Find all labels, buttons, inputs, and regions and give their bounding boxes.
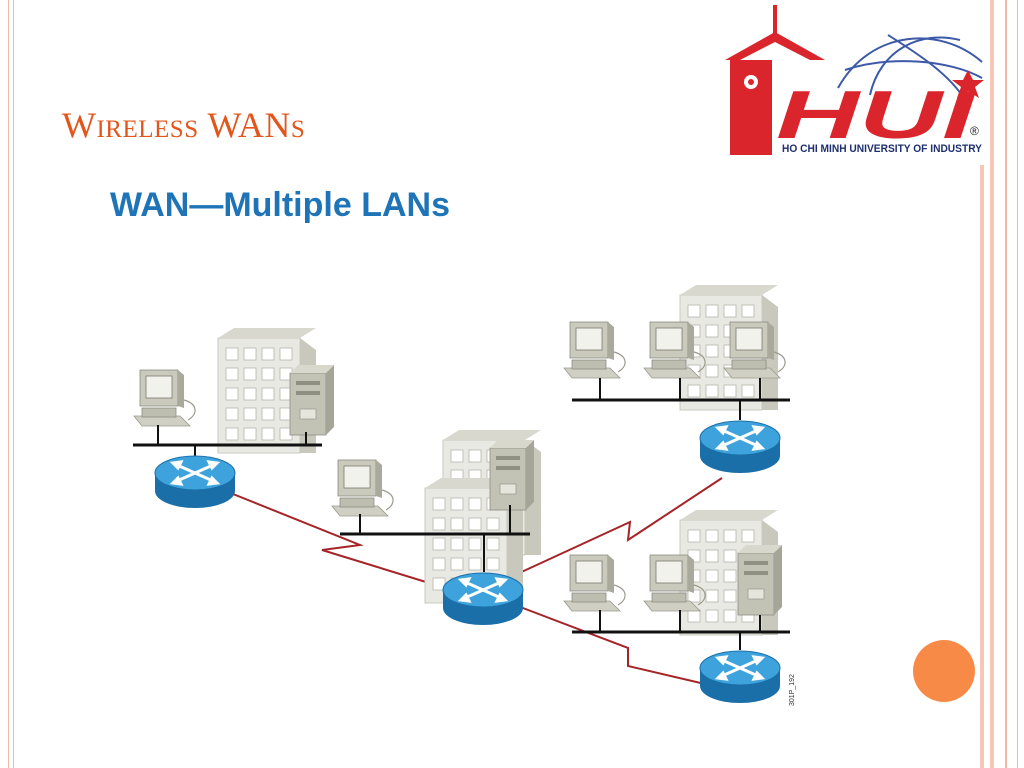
router-4: [698, 649, 782, 705]
frame-right-bar: [990, 0, 994, 768]
frame-right-line-2: [1017, 0, 1018, 768]
workstation-lan-4-a: [563, 554, 626, 612]
server-lan-4: [737, 544, 783, 616]
wan-link-1-2: [227, 491, 453, 591]
slide-title: Wireless WANs: [62, 105, 306, 145]
router-1: [153, 454, 237, 510]
workstation-lan-2: [331, 459, 394, 517]
server-lan-1: [289, 364, 335, 436]
workstation-lan-1: [133, 369, 196, 427]
router-2: [441, 571, 525, 627]
logo-wordmark: HUI: [776, 77, 978, 153]
diagram-title: WAN—Multiple LANs: [110, 186, 450, 224]
logo-registered-mark: ®: [970, 124, 979, 138]
frame-right-line: [1005, 0, 1007, 768]
wan-link-2-4: [514, 604, 723, 689]
router-3: [698, 419, 782, 475]
star-icon: [952, 70, 984, 98]
logo-subtitle: HO CHI MINH UNIVERSITY OF INDUSTRY: [782, 143, 983, 155]
server-lan-2: [489, 439, 535, 511]
frame-left-line-1: [8, 0, 9, 768]
university-logo: HUI ® HO CHI MINH UNIVERSITY OF INDUSTRY: [725, 5, 984, 155]
workstation-lan-3-a: [563, 321, 626, 379]
figure-id-label: 301P_192: [789, 674, 796, 706]
wan-link-2-3: [514, 477, 723, 576]
tower-icon: [725, 5, 825, 155]
frame-left-line-2: [13, 0, 14, 768]
frame-inner-bar: [980, 165, 984, 768]
accent-dot: [913, 640, 975, 702]
